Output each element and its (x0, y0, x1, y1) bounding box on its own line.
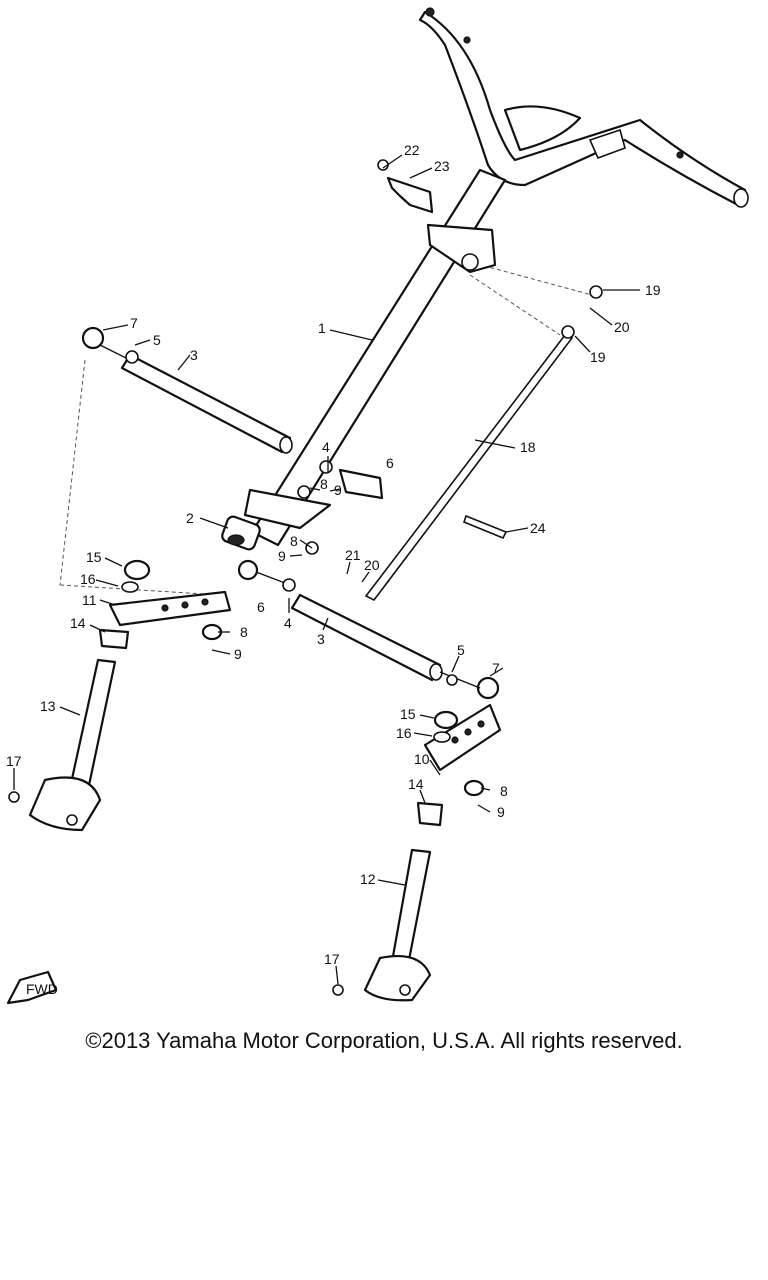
long-rod (364, 285, 603, 602)
clamp-bracket (377, 159, 434, 214)
callout-3: 3 (190, 347, 198, 363)
lower-tie-rod (290, 593, 500, 700)
callout-6: 6 (386, 455, 394, 471)
callout-15: 15 (86, 549, 102, 565)
pin (463, 514, 508, 540)
callout-16: 16 (80, 571, 96, 587)
right-steering-arm (416, 703, 502, 827)
callout-5: 5 (153, 332, 161, 348)
callout-16: 16 (396, 725, 412, 741)
callout-15: 15 (400, 706, 416, 722)
callout-9: 9 (334, 482, 342, 498)
callout-18: 18 (520, 439, 536, 455)
callout-2: 2 (186, 510, 194, 526)
callout-13: 13 (40, 698, 56, 714)
callout-23: 23 (434, 158, 450, 174)
callout-17: 17 (324, 951, 340, 967)
callout-14: 14 (408, 776, 424, 792)
assembly-lines (59, 261, 593, 596)
callout-9: 9 (278, 548, 286, 564)
callout-8: 8 (500, 783, 508, 799)
callout-leaders (13, 154, 640, 985)
callout-20: 20 (364, 557, 380, 573)
upper-tie-rod (81, 326, 293, 454)
callout-7: 7 (130, 315, 138, 331)
callout-12: 12 (360, 871, 376, 887)
right-spindle (332, 848, 432, 1002)
copyright-notice: ©2013 Yamaha Motor Corporation, U.S.A. A… (85, 1028, 683, 1053)
steering-column (243, 168, 507, 547)
callout-22: 22 (404, 142, 420, 158)
callout-9: 9 (497, 804, 505, 820)
callout-11: 11 (82, 592, 97, 608)
callout-7: 7 (492, 660, 500, 676)
callout-4: 4 (322, 439, 330, 455)
callout-14: 14 (70, 615, 86, 631)
left-spindle (8, 658, 117, 832)
callout-20: 20 (614, 319, 630, 335)
callout-8: 8 (320, 476, 328, 492)
callout-5: 5 (457, 642, 465, 658)
callout-10: 10 (414, 751, 430, 767)
left-steering-arm (98, 559, 232, 650)
callout-21: 21 (345, 547, 361, 563)
handlebar (418, 7, 749, 208)
fwd-label: FWD (26, 981, 58, 997)
callout-19: 19 (645, 282, 661, 298)
parts-diagram: FWD (6, 7, 749, 1005)
callouts: 1 2 3 3 4 4 5 5 6 6 7 7 8 8 8 8 9 9 9 9 … (6, 142, 661, 967)
callout-4: 4 (284, 615, 292, 631)
callout-9: 9 (234, 646, 242, 662)
callout-3: 3 (317, 631, 325, 647)
callout-17: 17 (6, 753, 22, 769)
callout-19: 19 (590, 349, 606, 365)
callout-1: 1 (318, 320, 326, 336)
callout-6: 6 (257, 599, 265, 615)
fwd-arrow-icon: FWD (6, 970, 58, 1005)
callout-8: 8 (290, 533, 298, 549)
callout-8: 8 (240, 624, 248, 640)
callout-24: 24 (530, 520, 546, 536)
column-bushing (221, 515, 261, 551)
